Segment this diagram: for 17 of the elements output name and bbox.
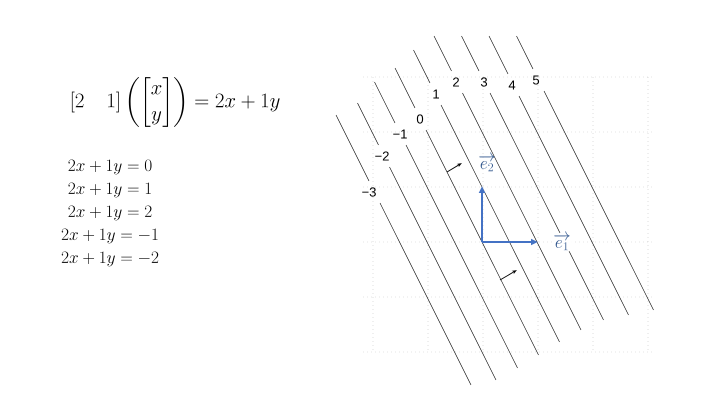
equation: $2x+1y=1$	[68, 182, 151, 198]
line-label: 4	[508, 80, 516, 90]
line-label: −2	[375, 151, 389, 161]
equation: $2x+1y=-1$	[62, 228, 158, 244]
line-label: −1	[393, 130, 407, 138]
line-label: 1	[433, 90, 439, 98]
formula: $[2\quad 1]\left(\begin{bmatrix}x\\y\end{bmatrix}\right)=2x+1y$	[72, 77, 280, 127]
line-label: 0	[416, 114, 424, 124]
line-label: −3	[362, 187, 376, 197]
line-label: 3	[480, 77, 488, 87]
line-label: 5	[532, 75, 540, 85]
equation: $2x+1y=0$	[68, 159, 152, 174]
equation: $2x+1y=-2$	[62, 251, 158, 266]
line-label: 2	[453, 77, 459, 87]
equation: $2x+1y=2$	[68, 205, 152, 220]
vector-label: $\overrightarrow{e_1}$	[552, 231, 572, 252]
vector-label: $\overrightarrow{e_2}$	[479, 152, 495, 172]
